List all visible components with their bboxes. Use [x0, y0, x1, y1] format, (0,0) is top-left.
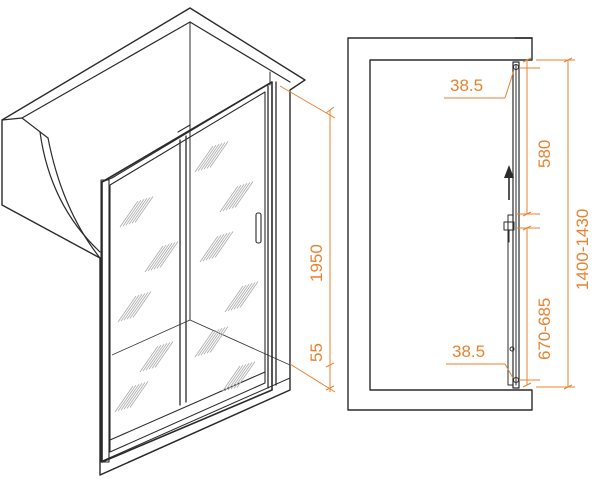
frost-streak	[202, 234, 222, 262]
frost-streak	[131, 197, 151, 224]
plan-view: 38.5 580 670-685 1400-1430	[347, 37, 592, 411]
frost-streak	[222, 184, 242, 212]
frost-streak	[123, 293, 143, 321]
frost-streak	[236, 361, 256, 388]
frost-streak	[208, 233, 228, 260]
frost-streak	[197, 144, 217, 172]
frost-streak	[209, 141, 229, 168]
frost-streak	[129, 381, 149, 408]
frost-streak	[159, 241, 179, 268]
frost-streak	[227, 284, 247, 312]
dim-55-label: 55	[307, 343, 326, 362]
iso-shower-view: 1950 55	[1, 7, 336, 476]
frost-streak	[236, 282, 256, 309]
iso-dimension-55: 55	[307, 343, 335, 392]
frost-streak	[151, 342, 171, 369]
frost-streak	[120, 383, 140, 411]
frost-streak	[206, 142, 226, 169]
frost-streak	[194, 145, 214, 173]
left-wall	[1, 7, 306, 476]
dim-1400-1430-label: 1400-1430	[573, 209, 592, 290]
frost-streak	[123, 383, 143, 410]
frost-streak	[231, 182, 251, 209]
frost-streak	[221, 365, 241, 393]
frost-streak	[134, 196, 154, 223]
plan-dim-670-685: 670-685	[516, 225, 554, 388]
frost-streak	[199, 235, 219, 263]
frost-streak	[233, 283, 253, 310]
frost-streak	[234, 181, 254, 208]
frost-streak	[225, 183, 245, 211]
frost-streak	[153, 243, 173, 270]
plan-door-profile	[503, 61, 520, 389]
dim-580-label: 580	[535, 140, 554, 168]
frost-streak	[203, 328, 223, 355]
frost-streak	[224, 364, 244, 392]
frost-streak	[122, 199, 142, 227]
frost-streak	[224, 285, 244, 313]
frost-streak	[239, 281, 259, 308]
frost-streak	[145, 343, 165, 371]
frost-streak	[125, 198, 145, 226]
frosted-glass-pattern	[114, 141, 259, 413]
dim-670-685-label: 670-685	[535, 298, 554, 360]
frost-streak	[132, 291, 152, 318]
frost-streak	[154, 341, 174, 368]
frost-streak	[228, 183, 248, 210]
frost-streak	[230, 283, 250, 311]
frost-streak	[233, 362, 253, 389]
arrow-up-icon	[504, 165, 514, 200]
frost-streak	[219, 185, 239, 213]
frost-streak	[227, 363, 247, 391]
frost-streak	[129, 292, 149, 319]
frost-streak	[156, 242, 176, 269]
frost-streak	[126, 382, 146, 409]
frost-streak	[197, 329, 217, 357]
frost-streak	[126, 293, 146, 320]
frost-streak	[211, 232, 231, 259]
frost-streak	[117, 295, 137, 323]
frost-streak	[144, 245, 164, 273]
frost-streak	[114, 385, 134, 413]
frost-streak	[150, 243, 170, 271]
frost-streak	[205, 233, 225, 261]
frost-streak	[128, 198, 148, 225]
door-frame	[100, 81, 277, 463]
plan-dim-1400-1430: 1400-1430	[536, 57, 592, 390]
frost-streak	[200, 328, 220, 356]
frost-streak	[117, 384, 137, 412]
frost-streak	[147, 244, 167, 272]
dim-top-offset-label: 38.5	[450, 76, 483, 95]
frost-streak	[120, 294, 140, 322]
plan-dim-580: 580	[516, 57, 554, 217]
frost-streak	[148, 343, 168, 370]
frost-streak	[142, 344, 162, 372]
door-handle	[255, 212, 262, 244]
frost-streak	[203, 143, 223, 170]
frost-streak	[209, 326, 229, 353]
dim-bottom-offset-label: 38.5	[452, 342, 485, 361]
frost-streak	[139, 345, 159, 373]
dim-1950-label: 1950	[307, 244, 326, 282]
plan-dim-top-38-5: 38.5	[444, 67, 540, 99]
plan-dim-bottom-38-5: 38.5	[446, 342, 540, 381]
frost-streak	[214, 231, 234, 258]
iso-dimension-1950: 1950	[279, 85, 336, 393]
frost-streak	[230, 363, 250, 390]
frost-streak	[206, 327, 226, 354]
frost-streak	[200, 143, 220, 171]
frost-streak	[194, 330, 214, 358]
frost-streak	[119, 200, 139, 228]
